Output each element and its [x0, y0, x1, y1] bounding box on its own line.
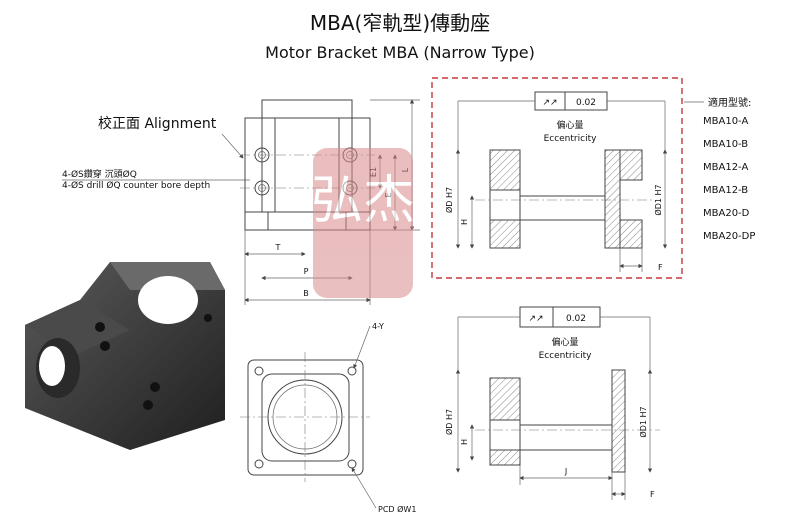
section-top: ↗↗ 0.02 偏心量 Eccentricity ØD H7 H ØD1 H7 …: [444, 91, 668, 272]
dim-J-bottom: J: [564, 467, 567, 476]
alignment-label: 校正面 Alignment: [98, 115, 217, 132]
model-list: 適用型號: MBA10-A MBA10-B MBA12-A MBA12-B MB…: [684, 96, 755, 242]
dim-T: T: [275, 243, 281, 252]
hole-note-en: 4-ØS drill ØQ counter bore depth: [62, 180, 210, 191]
model-item: MBA20-D: [703, 208, 750, 219]
dim-B: B: [303, 289, 309, 298]
model-item: MBA10-A: [703, 116, 748, 127]
dim-P: P: [304, 267, 309, 276]
model-item: MBA20-DP: [703, 231, 755, 242]
holes-label: 4-Y: [372, 322, 384, 331]
hole-note-cn: 4-ØS鑽穿 沉頭ØQ: [62, 168, 137, 180]
models-header: 適用型號:: [708, 96, 751, 109]
watermark-text: 弘杰: [311, 171, 415, 231]
model-item: MBA12-B: [703, 185, 748, 196]
section-bottom: ↗↗ 0.02 偏心量 Eccentricity ØD H7 H ØD1 H7 …: [444, 306, 660, 500]
eccentricity-cn-top: 偏心量: [556, 119, 583, 131]
alignment-leader: [221, 133, 244, 159]
highlight-frame: [431, 77, 683, 279]
dim-F-bottom: F: [650, 490, 655, 499]
dim-D-top: ØD H7: [444, 187, 454, 213]
dim-D-bottom: ØD H7: [444, 409, 454, 435]
dim-H-bottom: H: [460, 439, 469, 445]
model-item: MBA10-B: [703, 139, 748, 150]
pcd-label: PCD ØW1: [378, 504, 416, 514]
dim-D1-top: ØD1 H7: [653, 184, 663, 215]
dim-D1-bottom: ØD1 H7: [638, 406, 648, 437]
watermark-seal: 弘杰: [311, 148, 415, 298]
dim-H-top: H: [460, 219, 469, 225]
tolerance-top: 0.02: [576, 98, 596, 108]
tolerance-bottom: 0.02: [566, 314, 586, 324]
front-view: 4-Y PCD ØW1: [240, 322, 416, 514]
eccentricity-en-top: Eccentricity: [544, 134, 598, 144]
eccentricity-cn-bottom: 偏心量: [551, 336, 578, 348]
dim-F-top: F: [658, 263, 663, 272]
bracket-3d-image: [25, 262, 225, 450]
title-en: Motor Bracket MBA (Narrow Type): [265, 43, 535, 62]
model-item: MBA12-A: [703, 162, 748, 173]
eccentricity-symbol-top: ↗↗: [542, 98, 557, 108]
title-cn: MBA(窄軌型)傳動座: [310, 11, 490, 35]
eccentricity-en-bottom: Eccentricity: [539, 351, 593, 361]
eccentricity-symbol-bottom: ↗↗: [528, 314, 543, 324]
